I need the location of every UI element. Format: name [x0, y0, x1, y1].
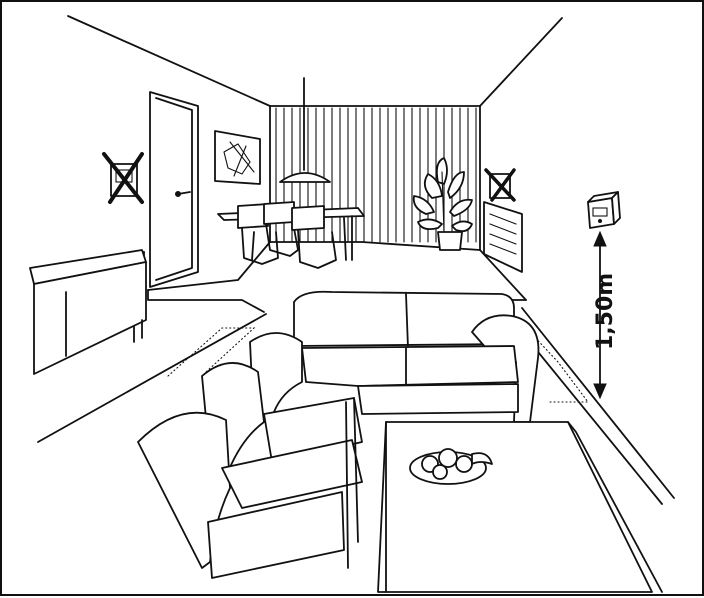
height-label: 1,50m — [593, 290, 619, 350]
coffee-table — [378, 422, 662, 592]
door — [150, 92, 198, 287]
pendant-lamp — [280, 78, 330, 182]
sideboard — [30, 250, 146, 374]
crossed-out-thermostat-icon — [486, 170, 514, 200]
dining-set — [218, 202, 364, 268]
wall-picture — [215, 131, 260, 184]
crossed-out-thermostat-icon — [104, 154, 142, 202]
thermostat-icon — [588, 192, 620, 228]
potted-plant — [414, 158, 472, 250]
